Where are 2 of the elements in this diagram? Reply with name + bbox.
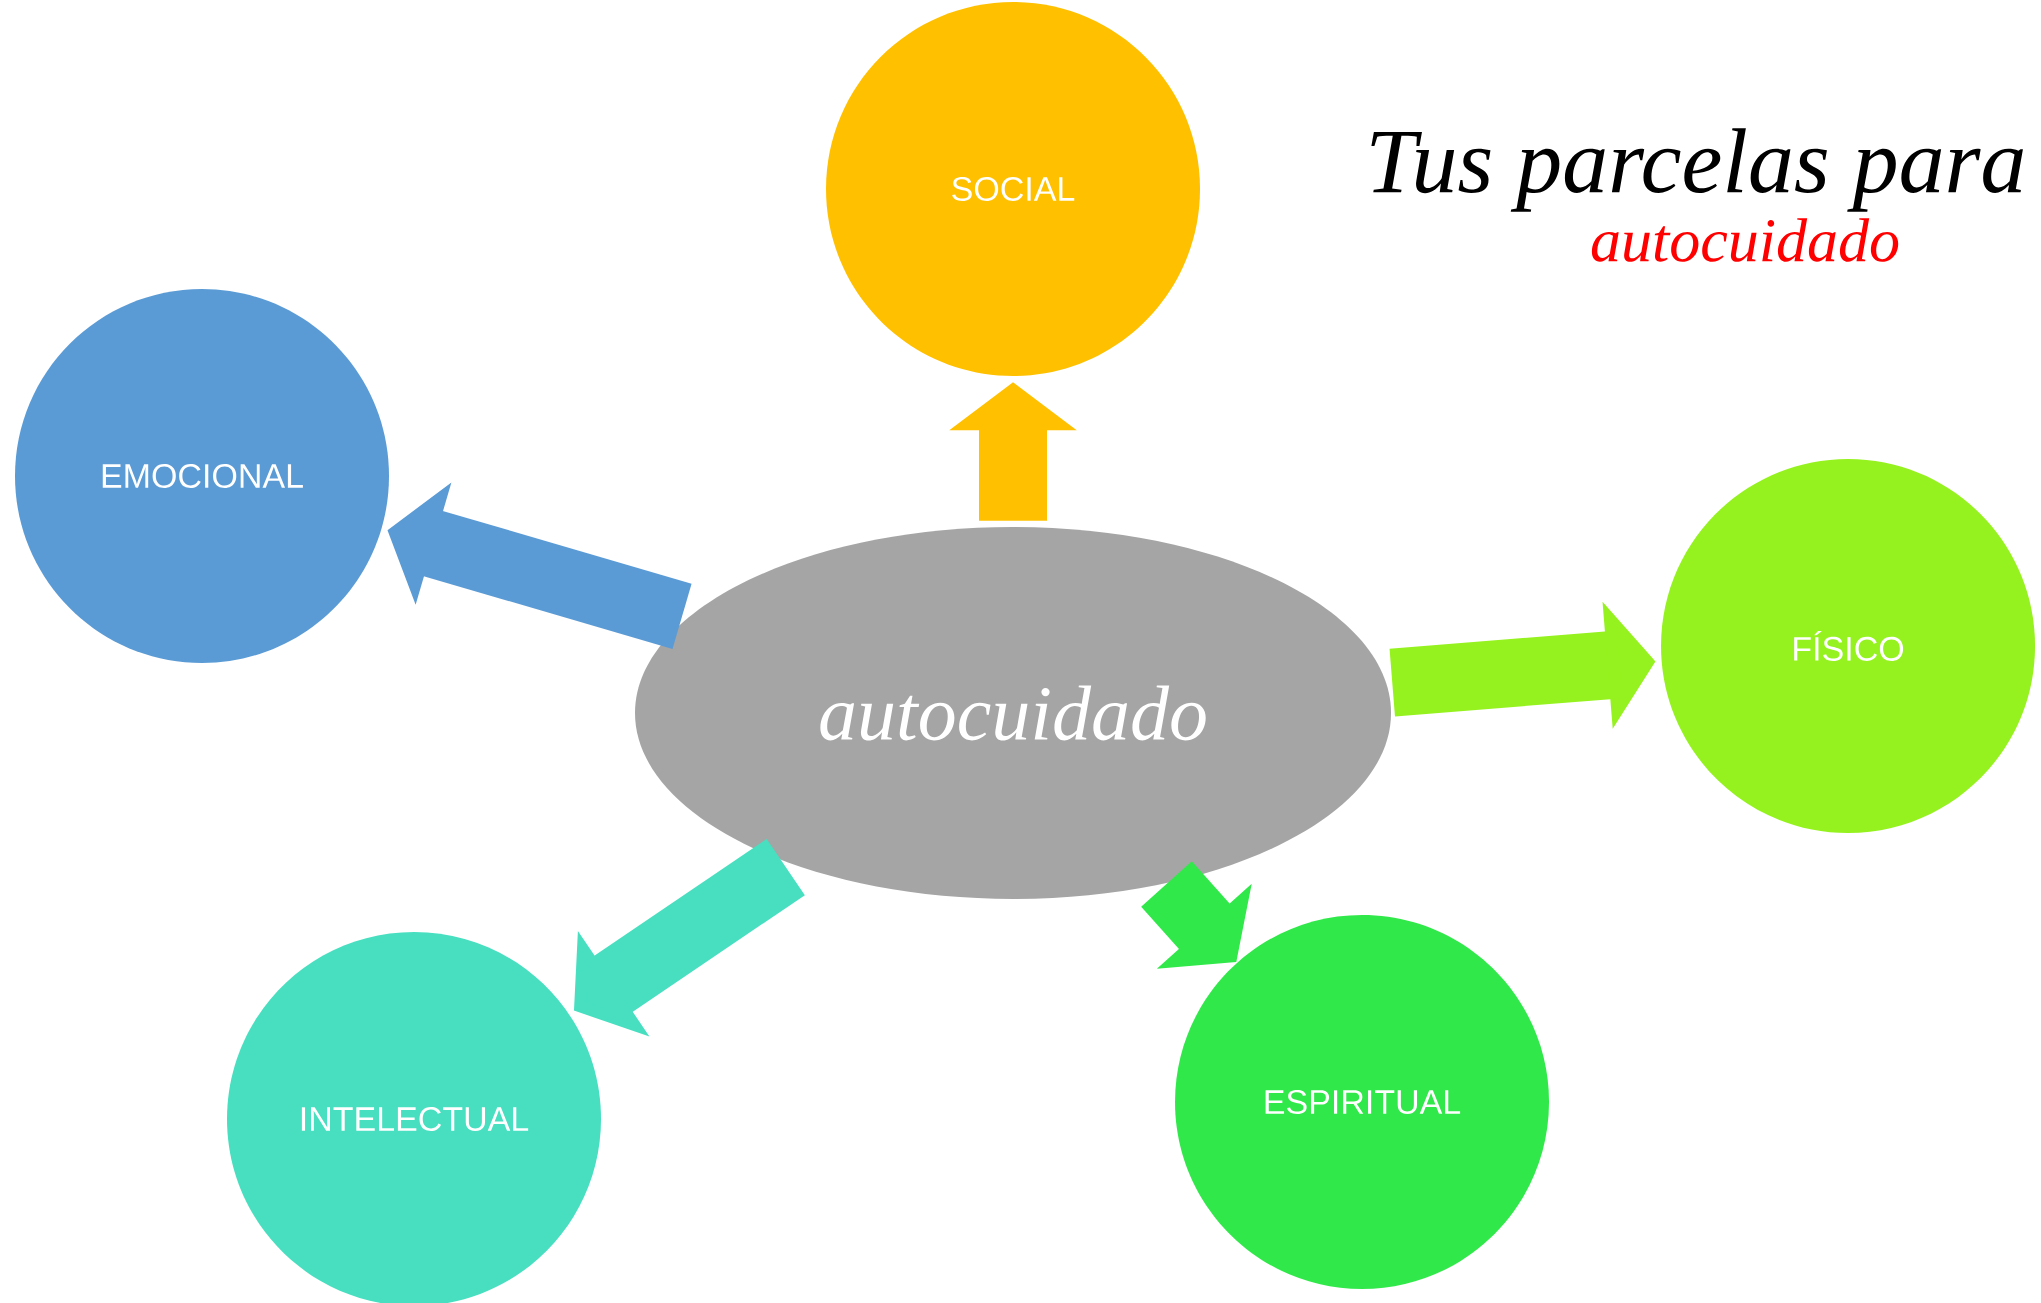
subtitle: autocuidado bbox=[1591, 218, 1899, 262]
title: Tus parcelas para bbox=[1371, 128, 2023, 212]
